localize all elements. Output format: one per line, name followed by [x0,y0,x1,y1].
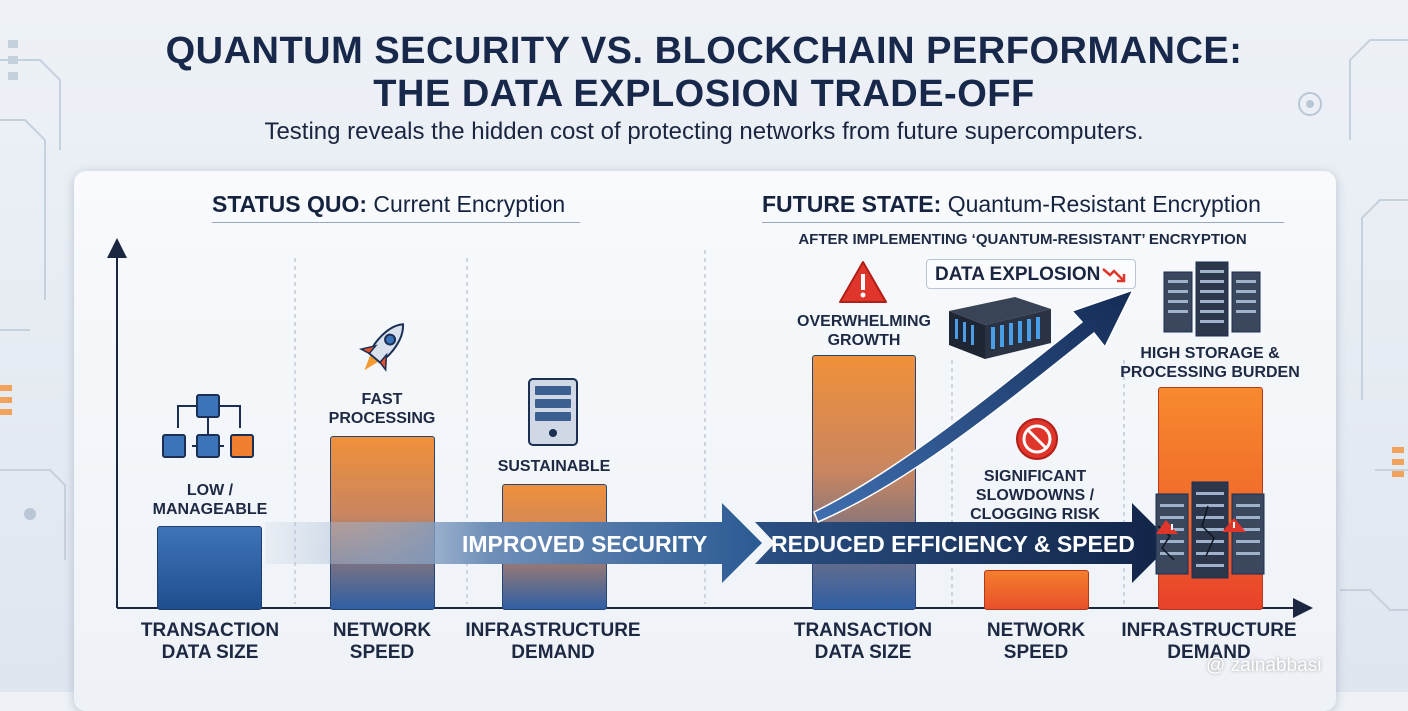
status-quo-heading-rest: Current Encryption [373,191,566,217]
page-title-line-2: THE DATA EXPLOSION TRADE-OFF [373,73,1035,115]
data-explosion-label: DATA EXPLOSION [935,264,1101,285]
future-state-heading-rest: Quantum-Resistant Encryption [947,191,1261,217]
server-rack-icon [1163,261,1261,337]
category-future-transaction-data-size: TRANSACTION DATA SIZE [773,620,953,664]
label-high-storage-burden-line-1: HIGH STORAGE & [1140,345,1280,362]
category-current-network-speed: NETWORK SPEED [302,620,462,664]
category-line-2: DATA SIZE [161,642,259,663]
label-significant-slowdowns-line-2: SLOWDOWNS / [975,487,1095,504]
category-line-1: TRANSACTION [140,620,280,641]
supercomputer-icon [949,297,1051,359]
label-significant-slowdowns-line-3: CLOGGING RISK [970,506,1100,523]
label-low-manageable: LOW / MANAGEABLE [130,481,290,519]
author-watermark: @ zainabbasi [1206,655,1322,676]
label-low-manageable-line-1: LOW / [186,482,234,499]
label-fast-processing: FAST PROCESSING [302,390,462,428]
label-significant-slowdowns-line-1: SIGNIFICANT [983,468,1087,485]
label-sustainable: SUSTAINABLE [497,458,611,475]
category-line-2: DEMAND [511,642,595,663]
category-line-2: SPEED [349,642,415,663]
bar-future-transaction-data-size [812,355,916,610]
category-future-infrastructure-demand: INFRASTRUCTURE DEMAND [1114,620,1304,664]
category-line-1: INFRASTRUCTURE [465,620,641,641]
future-state-heading-bold: FUTURE STATE: [762,191,942,217]
category-line-2: DATA SIZE [814,642,912,663]
label-fast-processing-line-2: PROCESSING [328,410,436,427]
page-title-line-1: QUANTUM SECURITY VS. BLOCKCHAIN PERFORMA… [165,30,1243,72]
future-state-underline [762,222,1284,223]
category-line-1: INFRASTRUCTURE [1121,620,1297,641]
label-significant-slowdowns: SIGNIFICANT SLOWDOWNS / CLOGGING RISK [954,467,1116,524]
damaged-server-icon [1155,481,1265,579]
rocket-icon [358,323,404,372]
flowchart-icon [162,394,254,458]
label-overwhelming-growth: OVERWHELMING GROWTH [774,312,954,350]
data-explosion-badge: DATA EXPLOSION [926,259,1136,289]
background-circuit-decoration [0,39,1408,611]
tradeoff-arrows [265,288,1172,583]
category-line-2: DEMAND [1167,642,1251,663]
category-line-1: TRANSACTION [793,620,933,641]
no-entry-icon [1016,418,1058,460]
label-fast-processing-line-1: FAST [361,391,403,408]
status-quo-heading: STATUS QUO: Current Encryption [212,191,565,218]
category-line-2: SPEED [1003,642,1069,663]
category-line-1: NETWORK [332,620,432,641]
label-high-storage-burden: HIGH STORAGE & PROCESSING BURDEN [1106,344,1314,382]
category-line-1: NETWORK [986,620,1086,641]
page-subtitle: Testing reveals the hidden cost of prote… [264,118,1144,145]
warning-icon [839,261,887,303]
category-future-network-speed: NETWORK SPEED [956,620,1116,664]
category-current-transaction-data-size: TRANSACTION DATA SIZE [120,620,300,664]
trend-down-icon [1102,268,1126,283]
future-state-heading: FUTURE STATE: Quantum-Resistant Encrypti… [762,191,1261,218]
label-high-storage-burden-line-2: PROCESSING BURDEN [1120,364,1300,381]
status-quo-underline [212,222,580,223]
bar-future-network-speed [984,570,1089,610]
category-current-infrastructure-demand: INFRASTRUCTURE DEMAND [458,620,648,664]
label-overwhelming-growth-line-1: OVERWHELMING [797,313,931,330]
reduced-efficiency-arrow-label: REDUCED EFFICIENCY & SPEED [771,531,1135,557]
bar-current-transaction-data-size [157,526,262,610]
future-state-subheading: AFTER IMPLEMENTING ‘QUANTUM-RESISTANT’ E… [798,231,1247,248]
status-quo-heading-bold: STATUS QUO: [212,191,368,217]
server-icon [528,378,578,446]
label-overwhelming-growth-line-2: GROWTH [827,332,901,349]
label-low-manageable-line-2: MANAGEABLE [152,501,268,518]
improved-security-arrow-label: IMPROVED SECURITY [462,531,708,557]
